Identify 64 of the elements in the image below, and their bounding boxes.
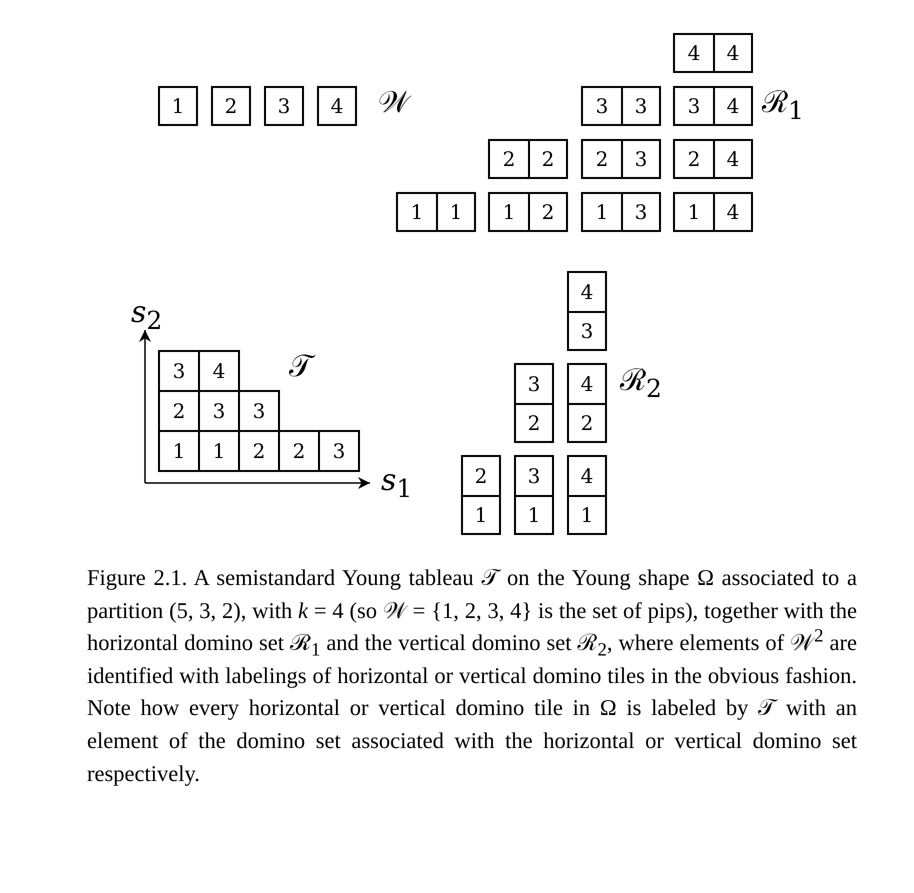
tableau-cell: 3 [318, 430, 360, 472]
domino-tile [673, 139, 753, 179]
pip-cell: 4 [317, 86, 357, 126]
domino-half: 3 [675, 88, 713, 124]
domino-tile [488, 192, 568, 232]
domino-tile [488, 139, 568, 179]
domino-half: 2 [516, 403, 552, 441]
domino-half: 3 [621, 141, 659, 177]
domino-tile [581, 86, 661, 126]
domino-half: 1 [490, 194, 528, 230]
domino-tile [581, 192, 661, 232]
domino-tile [673, 86, 753, 126]
axis-label: s$_{1}$ [381, 466, 412, 501]
domino-tile [396, 192, 476, 232]
tableau-cell: 4 [198, 350, 240, 392]
domino-half: 1 [583, 194, 621, 230]
domino-half: 4 [713, 88, 751, 124]
domino-tile [567, 363, 607, 443]
tableau-cell: 3 [158, 350, 200, 392]
pip-cell: 2 [211, 86, 251, 126]
domino-tile [514, 363, 554, 443]
domino-half: 3 [583, 88, 621, 124]
tableau-cell: 3 [238, 390, 280, 432]
domino-tile [581, 139, 661, 179]
domino-half: 1 [675, 194, 713, 230]
domino-half: 4 [675, 35, 713, 71]
domino-half: 4 [569, 457, 605, 495]
domino-half: 4 [569, 273, 605, 311]
domino-tile [514, 455, 554, 535]
domino-half: 1 [398, 194, 436, 230]
tableau-cell: 2 [278, 430, 320, 472]
domino-half: 4 [713, 141, 751, 177]
set-symbol: ℛ$_{2}$ [620, 366, 662, 401]
domino-half: 3 [621, 88, 659, 124]
domino-tile [673, 33, 753, 73]
domino-half: 1 [436, 194, 474, 230]
pip-cell: 3 [264, 86, 304, 126]
domino-half: 4 [713, 194, 751, 230]
domino-half: 1 [569, 495, 605, 533]
domino-half: 3 [516, 365, 552, 403]
domino-tile [673, 192, 753, 232]
axis-label: s$_{2}$ [131, 298, 162, 333]
domino-half: 2 [675, 141, 713, 177]
domino-half: 3 [621, 194, 659, 230]
set-symbol: ℛ$_{1}$ [762, 88, 804, 123]
domino-half: 2 [583, 141, 621, 177]
figure-caption: Figure 2.1. A semistandard Young tableau 𝒯 on the Young shape Ω associated to a partition (5, 3, 2), with k = 4 (so 𝒲 = {1, 2, 3, 4} is the set of pips), together with the horizontal domino set ℛ$_{1}$ and the vertical domino set ℛ$_{2}$, where elements of 𝒲$^{2}$ are identified with labelings of horizontal or vertical domino tiles in the obvious fashion. Note how every horizontal or vertical domino tile in Ω is labeled by 𝒯 with an element of the domino set associated with the horizontal or vertical domino set respectively. [87, 564, 857, 788]
pip-cell: 1 [158, 86, 198, 126]
domino-half: 2 [528, 194, 566, 230]
domino-tile [567, 271, 607, 351]
domino-tile [461, 455, 501, 535]
domino-half: 1 [463, 495, 499, 533]
domino-half: 2 [463, 457, 499, 495]
set-symbol: 𝒲 [378, 88, 409, 118]
domino-half: 4 [569, 365, 605, 403]
domino-half: 4 [713, 35, 751, 71]
domino-half: 3 [569, 311, 605, 349]
domino-half: 1 [516, 495, 552, 533]
domino-tile [567, 455, 607, 535]
domino-half: 2 [528, 141, 566, 177]
domino-half: 2 [490, 141, 528, 177]
domino-half: 3 [516, 457, 552, 495]
tableau-cell: 1 [158, 430, 200, 472]
domino-half: 2 [569, 403, 605, 441]
